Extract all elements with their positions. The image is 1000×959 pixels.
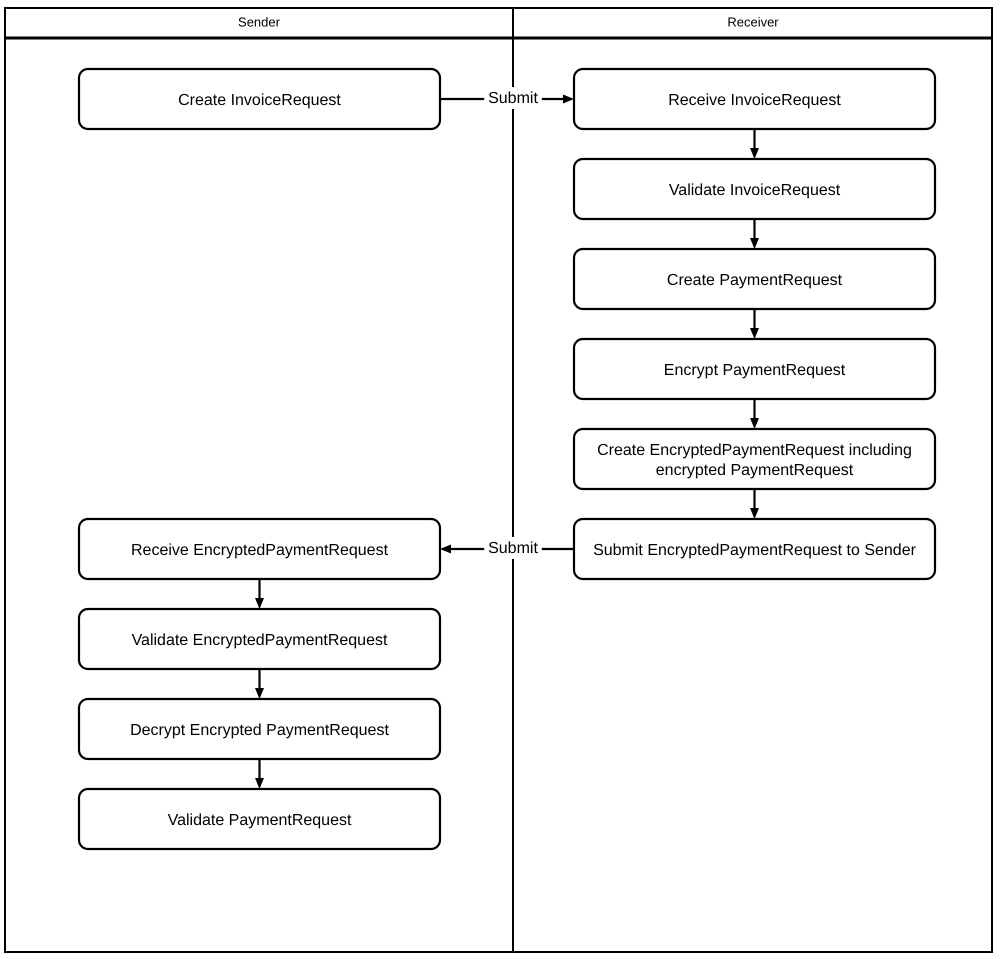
node-label-n4: Create PaymentRequest (667, 272, 843, 289)
node-n8[interactable]: Receive EncryptedPaymentRequest (77, 517, 442, 581)
node-box-n9[interactable] (77, 607, 442, 671)
node-n2[interactable]: Receive InvoiceRequest (572, 67, 937, 131)
node-label-n9: Validate EncryptedPaymentRequest (132, 632, 388, 649)
node-label-n5: Encrypt PaymentRequest (664, 362, 846, 379)
arrowhead-icon (440, 544, 451, 554)
edge-n10-to-n11 (255, 759, 264, 789)
edge-n8-to-n9 (255, 579, 264, 609)
edge-label-text: Submit (488, 90, 538, 107)
arrowhead-icon (750, 418, 759, 429)
node-label-n6: Create EncryptedPaymentRequest including… (597, 442, 912, 479)
node-box-n1[interactable] (77, 67, 442, 131)
arrowhead-icon (750, 508, 759, 519)
node-label-n2: Receive InvoiceRequest (668, 92, 841, 109)
lane-title-sender: Sender (238, 14, 281, 29)
edge-label-e1: Submit (484, 87, 542, 109)
node-n6[interactable]: Create EncryptedPaymentRequest including… (572, 427, 937, 491)
edge-n6-to-n7 (750, 489, 759, 519)
node-label-n10: Decrypt Encrypted PaymentRequest (130, 722, 389, 739)
node-n10[interactable]: Decrypt Encrypted PaymentRequest (77, 697, 442, 761)
node-label-n8: Receive EncryptedPaymentRequest (131, 542, 389, 559)
node-box-n2[interactable] (572, 67, 937, 131)
node-n11[interactable]: Validate PaymentRequest (77, 787, 442, 851)
arrowhead-icon (563, 94, 574, 104)
node-box-n10[interactable] (77, 697, 442, 761)
node-n1[interactable]: Create InvoiceRequest (77, 67, 442, 131)
edge-label-backdrop (484, 537, 542, 559)
node-label-n7: Submit EncryptedPaymentRequest to Sender (593, 542, 917, 559)
edge-label-e7: Submit (484, 537, 542, 559)
arrowhead-icon (255, 778, 264, 789)
arrowhead-icon (255, 598, 264, 609)
edge-n5-to-n6 (750, 399, 759, 429)
nodes-layer: Create InvoiceRequest Receive InvoiceRequ… (77, 67, 937, 851)
node-box-n5[interactable] (572, 337, 937, 401)
lane-titles: Sender Receiver (238, 14, 779, 29)
node-box-n4[interactable] (572, 247, 937, 311)
node-label-n1: Create InvoiceRequest (178, 92, 341, 109)
node-box-n8[interactable] (77, 517, 442, 581)
lane-title-receiver: Receiver (727, 14, 779, 29)
node-n9[interactable]: Validate EncryptedPaymentRequest (77, 607, 442, 671)
node-n4[interactable]: Create PaymentRequest (572, 247, 937, 311)
arrowhead-icon (750, 148, 759, 159)
edge-n4-to-n5 (750, 309, 759, 339)
node-n3[interactable]: Validate InvoiceRequest (572, 157, 937, 221)
edge-n3-to-n4 (750, 219, 759, 249)
node-box-n7[interactable] (572, 517, 937, 581)
edge-n9-to-n10 (255, 669, 264, 699)
edge-n2-to-n3 (750, 129, 759, 159)
node-box-n11[interactable] (77, 787, 442, 851)
edge-label-text: Submit (488, 540, 538, 557)
node-n7[interactable]: Submit EncryptedPaymentRequest to Sender (572, 517, 937, 581)
arrowhead-icon (750, 328, 759, 339)
node-label-n3: Validate InvoiceRequest (669, 182, 841, 199)
arrowhead-icon (750, 238, 759, 249)
node-box-n6[interactable] (572, 427, 937, 491)
node-n5[interactable]: Encrypt PaymentRequest (572, 337, 937, 401)
arrowhead-icon (255, 688, 264, 699)
node-box-n3[interactable] (572, 157, 937, 221)
node-label-n11: Validate PaymentRequest (168, 812, 352, 829)
edge-label-backdrop (484, 87, 542, 109)
